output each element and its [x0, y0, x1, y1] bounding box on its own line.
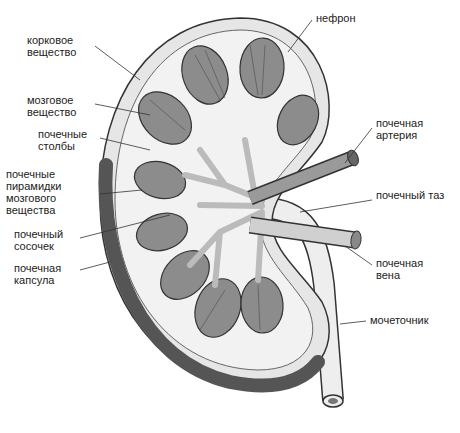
part-label: мозговое вещество	[27, 94, 93, 118]
part-label: нефрон	[316, 12, 396, 24]
part-label: почечный таз	[376, 189, 446, 201]
part-label: почечная вена	[376, 257, 446, 281]
part-label: почечная капсула	[14, 262, 76, 286]
part-label: почечный сосочек	[14, 228, 76, 252]
part-label: почечные столбы	[38, 128, 98, 152]
part-label: почечная артерия	[376, 117, 446, 141]
part-label: мочеточник	[370, 314, 455, 326]
part-label: корковое вещество	[27, 34, 93, 58]
part-label: почечные пирамидки мозгового вещества	[6, 168, 68, 216]
